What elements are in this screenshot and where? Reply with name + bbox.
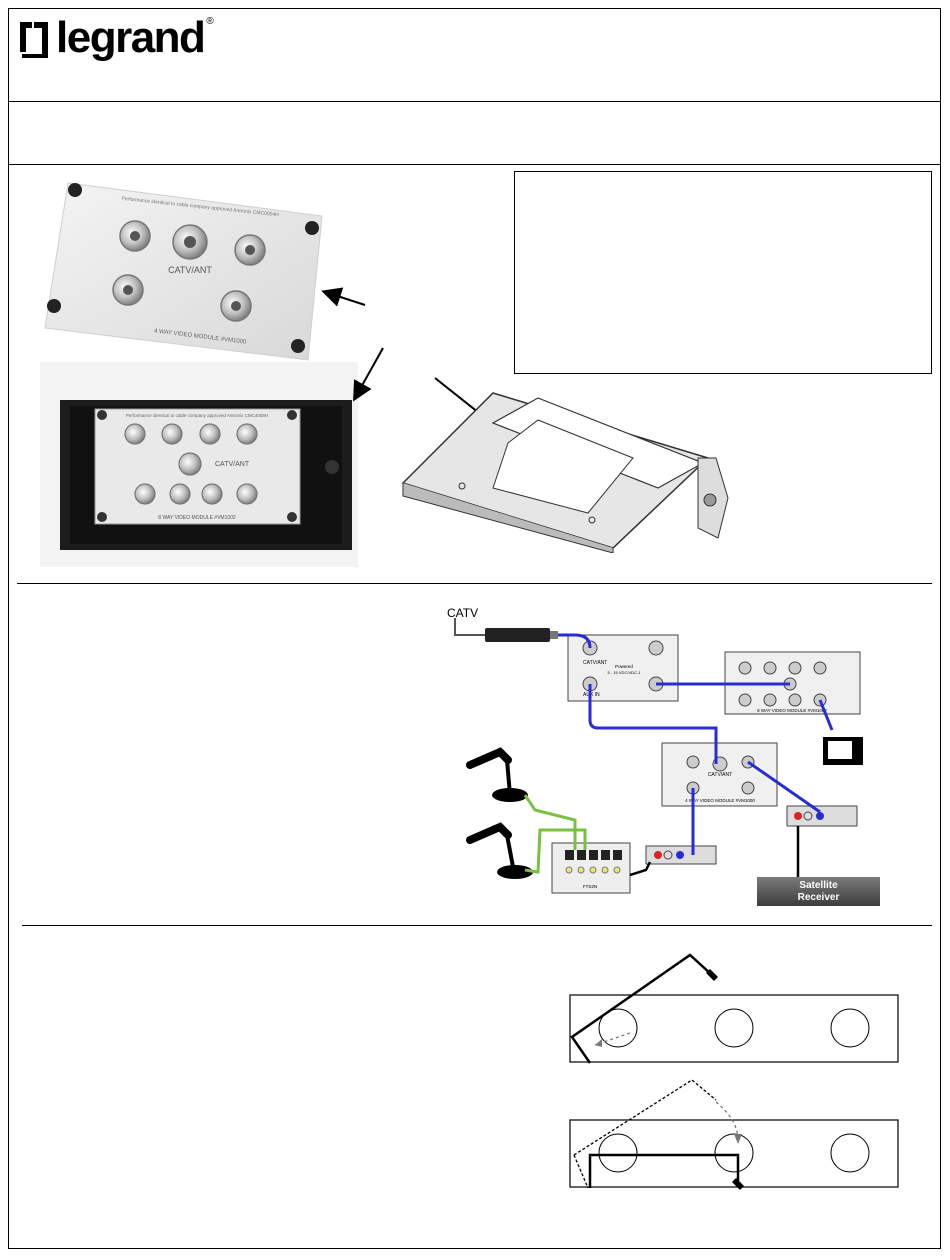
satellite-receiver-line2: Receiver (797, 891, 840, 903)
section-divider-1 (17, 583, 932, 584)
four-way-diagram-center: CATV/ANT (708, 772, 732, 778)
black-module-bottom-label: 8 WAY VIDEO MODULE #VM1002 (158, 515, 236, 521)
logo-wordmark: legrand (56, 13, 206, 62)
mounting-bracket-drawing (401, 392, 729, 553)
satellite-receiver: Satellite Receiver (757, 877, 880, 906)
black-module-center-label: CATV/ANT (215, 461, 250, 468)
top-module-center-label: CATV/ANT (168, 265, 212, 275)
note-box (514, 171, 932, 374)
amp-label-voltage: 5 - 15 VDC/VDC-1 (608, 670, 642, 675)
black-module-caption: Performance identical to cable company a… (126, 413, 268, 418)
eight-way-module-photo: CATV/ANT 8 WAY VIDEO MODULE #VM1002 Perf… (40, 362, 358, 567)
amp-label-catv: CATV/ANT (583, 660, 607, 666)
wiring-diagram: CATV/ANT AUX IN Powered 5 - 15 VDC/VDC-1… (454, 618, 863, 894)
catv-label: CATV (447, 606, 479, 620)
legrand-logo: legrand ® (18, 14, 214, 62)
legrand-mark-icon (20, 22, 48, 58)
amp-label-aux: AUX IN (583, 692, 600, 698)
multiswitch-label: FTS2N (583, 884, 597, 889)
installation-figure-2 (569, 1079, 899, 1190)
page-frame (8, 8, 941, 1249)
amp-label-powered: Powered (615, 664, 633, 669)
installation-figure-1 (569, 953, 899, 1064)
satellite-receiver-line1: Satellite (799, 879, 838, 891)
four-way-diagram-label: 4 WAY VIDEO MODULE #VM1000 (685, 798, 755, 803)
section-divider-2 (22, 925, 932, 926)
header-divider (8, 101, 941, 102)
registered-mark: ® (206, 16, 214, 27)
eight-way-diagram-label: 8 WAY VIDEO MODULE #VM1002 (757, 708, 827, 713)
title-divider (8, 164, 941, 165)
four-way-module-photo: CATV/ANT 4 WAY VIDEO MODULE #VM1000 Perf… (44, 182, 323, 361)
